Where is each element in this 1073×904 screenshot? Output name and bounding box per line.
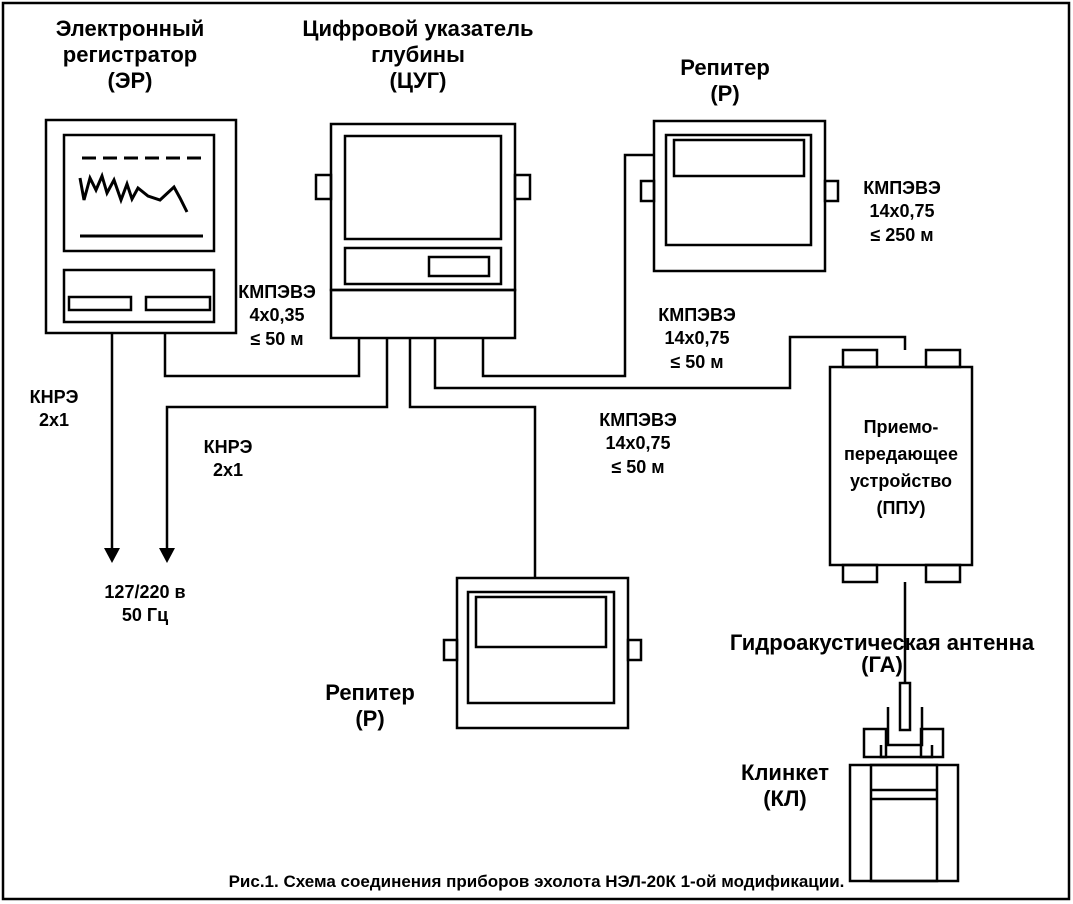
cable-cug-repeater-bottom-label: КМПЭВЭ 14х0,75 ≤ 50 м	[599, 410, 677, 477]
wiring	[110, 153, 907, 683]
cable-cug-ppu-label: КМПЭВЭ 14х0,75 ≤ 50 м	[658, 305, 736, 372]
kl-label: Клинкет (КЛ)	[741, 760, 829, 811]
repeater-bottom-device	[442, 576, 643, 730]
ga-label: Гидроакустическая антенна (ГА)	[729, 630, 1035, 677]
arrow-power-er	[104, 548, 120, 563]
ppu-label: Приемо- передающее устройство (ППУ)	[844, 417, 958, 518]
repeater-top-label: Репитер (Р)	[680, 55, 770, 106]
cug-label: Цифровой указатель глубины (ЦУГ)	[302, 16, 534, 93]
repeater-bottom-label: Репитер (Р)	[325, 680, 415, 731]
repeater-top-device	[639, 119, 840, 273]
cable-cug-repeater-top-label: КМПЭВЭ 14х0,75 ≤ 250 м	[863, 178, 941, 245]
er-label: Электронный регистратор (ЭР)	[55, 16, 205, 93]
figure-caption: Рис.1. Схема соединения приборов эхолота…	[228, 872, 845, 891]
arrow-power-cug	[159, 548, 175, 563]
er-device	[44, 118, 238, 335]
cable-power-er-label: КНРЭ 2х1	[29, 387, 79, 431]
power-supply-label: 127/220 в 50 Гц	[104, 582, 186, 626]
ppu-device	[828, 348, 974, 584]
cug-device	[314, 122, 532, 340]
cable-power-cug-label: КНРЭ 2х1	[203, 437, 253, 481]
cable-er-cug-label: КМПЭВЭ 4х0,35 ≤ 50 м	[238, 282, 316, 349]
ga-kl-device	[848, 681, 960, 883]
